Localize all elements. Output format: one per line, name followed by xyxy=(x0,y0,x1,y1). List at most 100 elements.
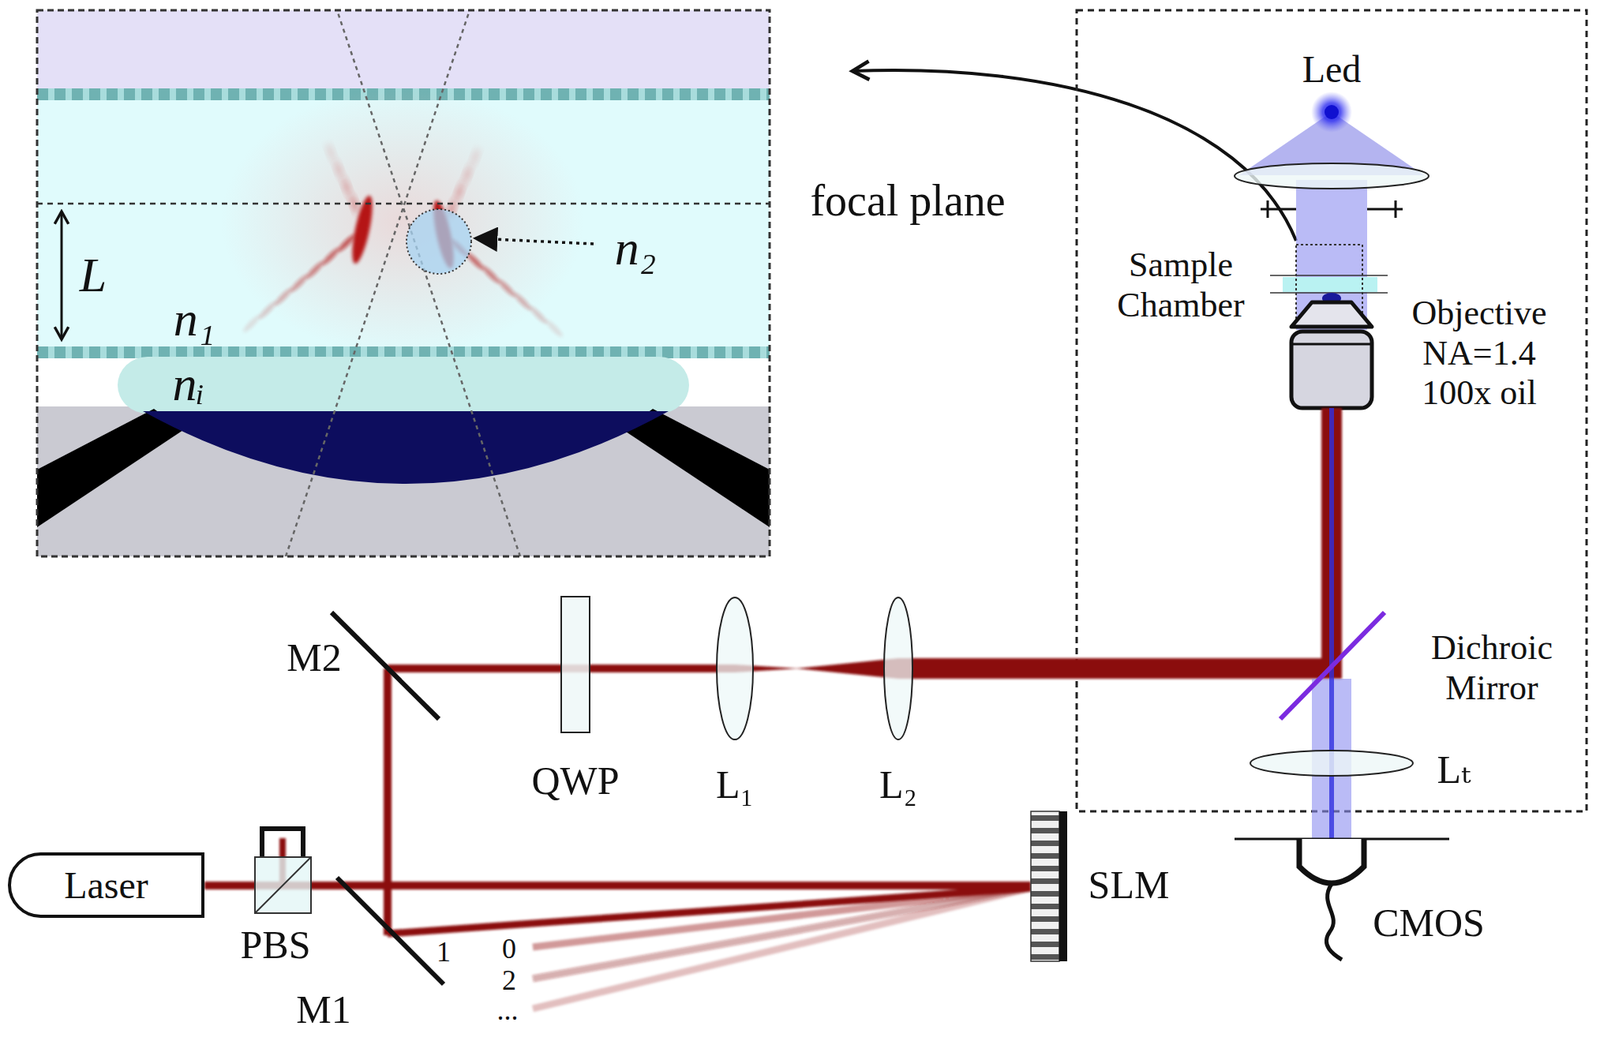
objective-housing xyxy=(37,408,184,528)
objective xyxy=(1291,302,1372,327)
intensity-pattern xyxy=(453,181,466,202)
top-layer xyxy=(37,10,770,90)
inset-view xyxy=(37,10,770,557)
laser-beam xyxy=(898,658,1342,679)
part-label: Dichroic Mirror xyxy=(1431,628,1553,709)
laser-box: Laser xyxy=(7,852,205,919)
sample-chamber xyxy=(1270,274,1388,277)
beam-splitter xyxy=(254,857,312,914)
objective-housing xyxy=(623,408,770,528)
intensity-pattern xyxy=(512,291,533,312)
beam-splitter xyxy=(262,828,304,858)
part-label: SLM xyxy=(1088,862,1170,909)
part-label: Sample Chamber xyxy=(1116,245,1245,326)
laser-beam xyxy=(204,408,1342,1009)
camera xyxy=(1299,839,1364,884)
intensity-pattern xyxy=(332,159,345,180)
illumination xyxy=(1234,91,1429,330)
objective xyxy=(1291,331,1372,409)
spatial-light-modulator xyxy=(1030,811,1060,962)
illumination xyxy=(1311,91,1353,133)
laser-beam xyxy=(795,658,899,679)
part-label: M1 xyxy=(296,987,351,1034)
node-label: Laser xyxy=(63,863,149,907)
laser-beam xyxy=(204,881,1031,890)
spatial-light-modulator xyxy=(1059,811,1068,962)
intensity-pattern xyxy=(348,194,377,266)
laser-beam xyxy=(383,668,392,936)
part-label: 1 xyxy=(436,937,451,967)
particle xyxy=(406,209,472,274)
mirror xyxy=(337,877,444,985)
part-label: QWP xyxy=(531,758,619,805)
mirror xyxy=(331,612,439,720)
intensity-pattern xyxy=(324,142,338,162)
part-label: L xyxy=(79,247,107,304)
part-label: nᵢ xyxy=(172,355,206,413)
spatial-light-modulator xyxy=(1030,811,1068,962)
intensity-pattern xyxy=(241,313,263,334)
dichroic-mirror xyxy=(1280,612,1385,720)
laser-beam xyxy=(532,888,1031,1009)
part-label: 0 xyxy=(502,934,517,963)
intensity-pattern xyxy=(288,273,310,294)
lens xyxy=(716,597,754,740)
intensity-pattern xyxy=(336,232,357,254)
part-label: CMOS xyxy=(1372,900,1485,947)
intensity-pattern xyxy=(241,142,565,339)
inset-frame xyxy=(37,10,770,557)
part-label: Lₜ xyxy=(1437,747,1472,794)
psf-halo xyxy=(221,86,585,356)
part-label: n₂ xyxy=(614,220,657,277)
quarter-wave-plate xyxy=(561,596,590,733)
part-label: n₁ xyxy=(173,291,216,348)
intensity-pattern xyxy=(468,146,482,167)
intensity-pattern xyxy=(320,246,341,267)
leader-arrow xyxy=(475,238,594,244)
intensity-pattern xyxy=(257,299,278,321)
part-label: M2 xyxy=(286,635,341,682)
camera xyxy=(1326,884,1342,960)
part-label: Objective NA=1.4 100x oil xyxy=(1394,293,1565,414)
part-label: 2 xyxy=(502,966,517,995)
part-label: ... xyxy=(497,996,519,1025)
tube-lens xyxy=(1250,750,1413,776)
illumination xyxy=(1367,208,1403,211)
illumination xyxy=(1394,200,1398,218)
objective xyxy=(1291,292,1372,409)
illumination xyxy=(1324,104,1339,120)
intensity-pattern xyxy=(460,164,474,184)
illumination xyxy=(1260,208,1297,211)
inset-view xyxy=(37,10,770,557)
lens xyxy=(884,597,913,740)
objective xyxy=(1291,343,1372,346)
dimension-arrow xyxy=(60,211,64,340)
intensity-pattern xyxy=(273,286,294,308)
intensity-pattern xyxy=(543,318,565,339)
intensity-pattern xyxy=(340,176,353,197)
intensity-pattern xyxy=(480,264,502,285)
laser-beam xyxy=(387,888,1031,1009)
part-label: Led xyxy=(1302,47,1362,91)
immersion-oil xyxy=(117,356,690,414)
intensity-pattern xyxy=(528,304,549,326)
beam-splitter xyxy=(254,857,312,914)
part-label: focal plane xyxy=(809,175,1005,226)
front-lens xyxy=(142,411,669,484)
illumination xyxy=(1234,163,1429,189)
intensity-pattern xyxy=(304,259,326,281)
laser-beam xyxy=(532,888,1031,979)
cone-line xyxy=(285,10,470,557)
part-label: L₁ xyxy=(715,762,754,809)
cone-line xyxy=(337,10,521,557)
illumination xyxy=(1266,200,1270,218)
part-label: PBS xyxy=(240,922,312,969)
laser-beam xyxy=(532,888,1031,948)
objective-body xyxy=(37,406,770,557)
part-label: L₂ xyxy=(879,762,918,809)
intensity-pattern xyxy=(496,277,518,299)
beam-splitter xyxy=(254,828,312,914)
